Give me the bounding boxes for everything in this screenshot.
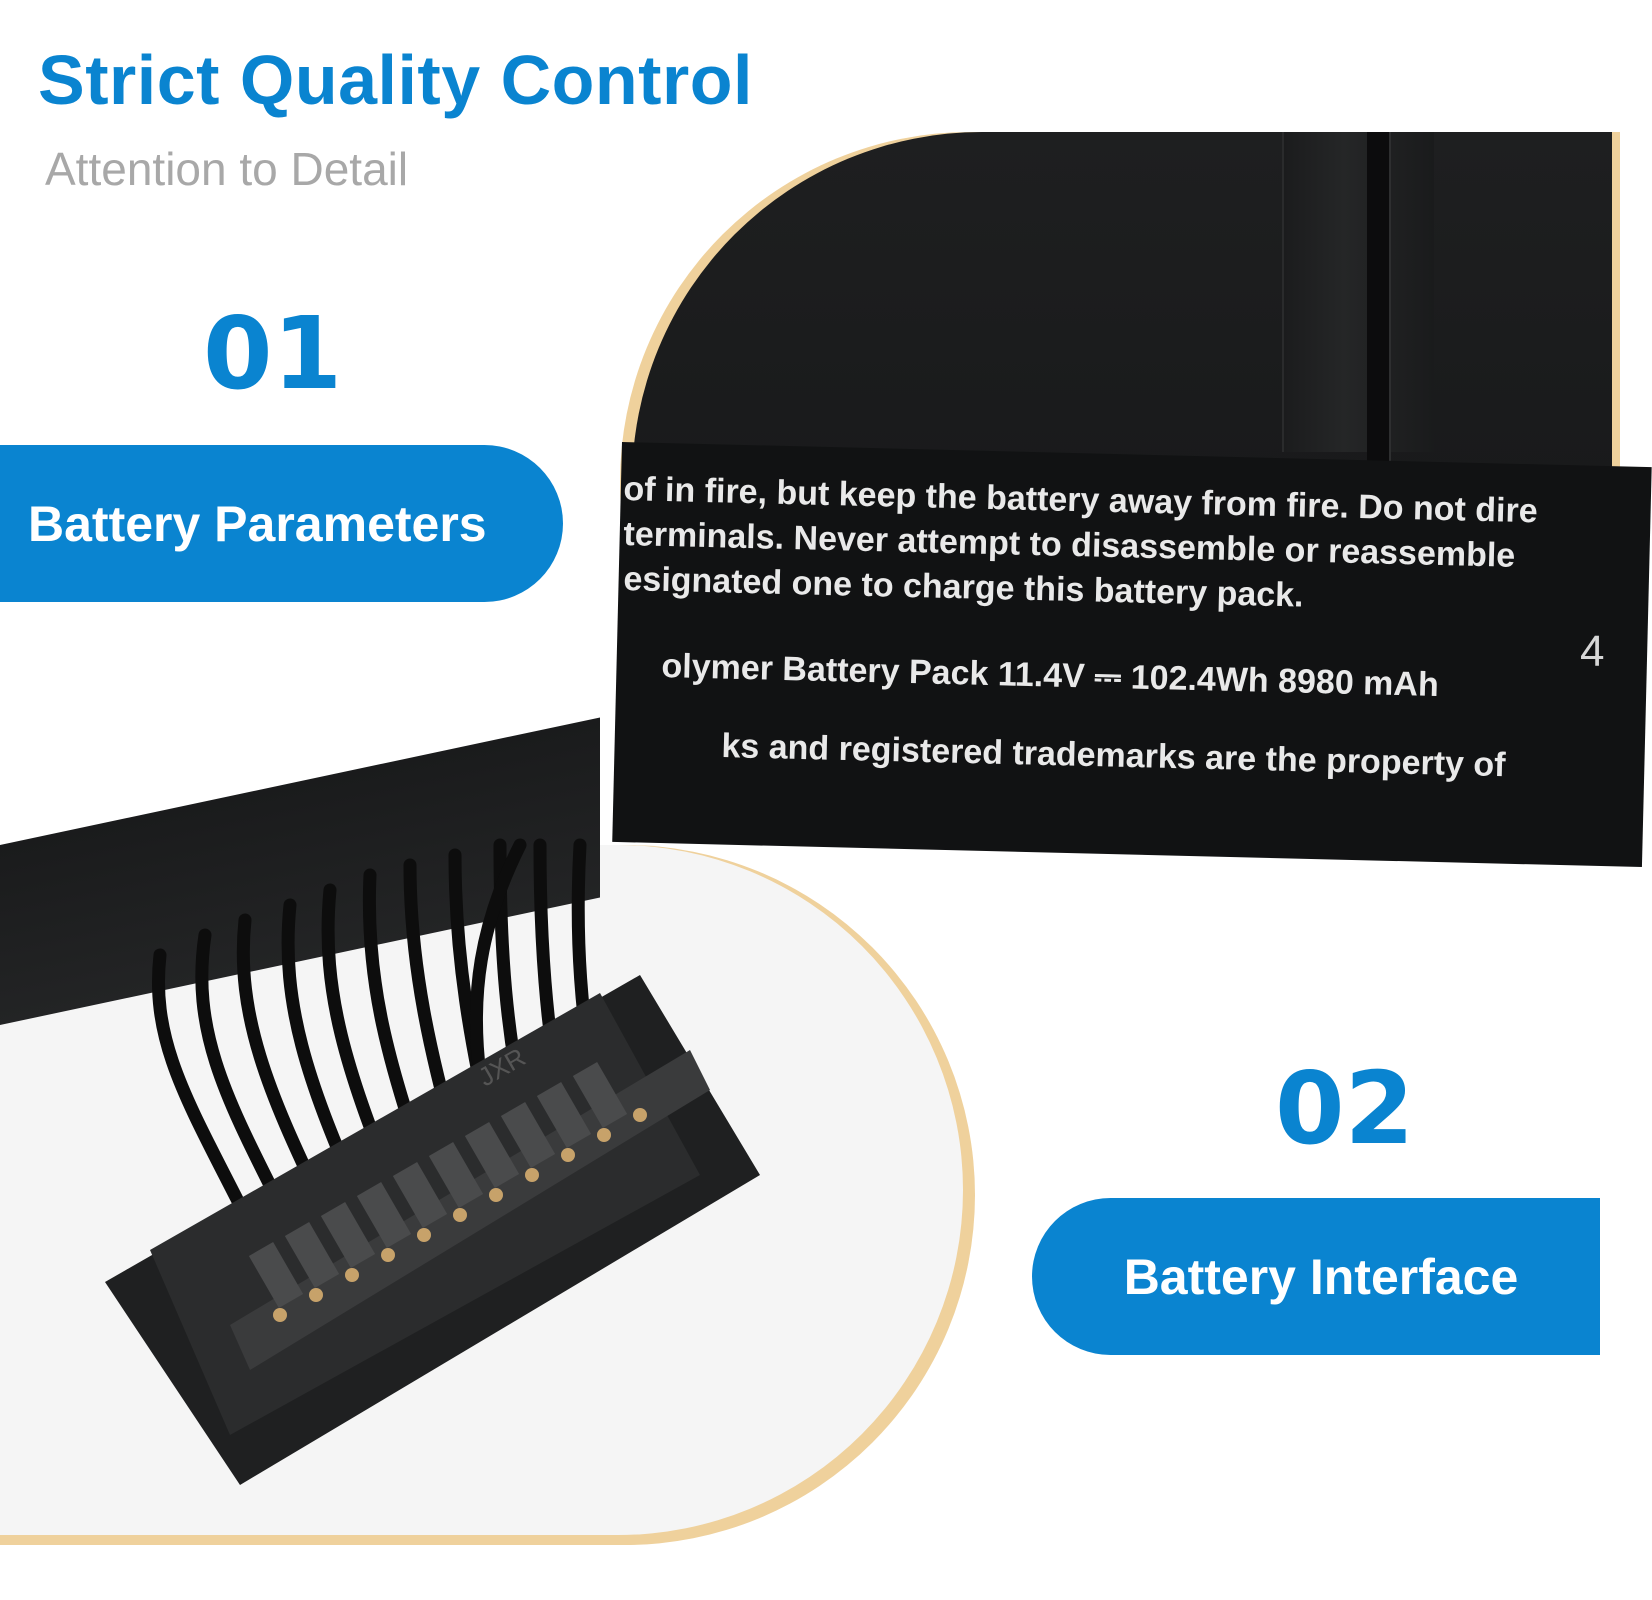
battery-connector-photo: JXR [0,717,963,1535]
battery-interface-label: Battery Interface [1123,1248,1519,1305]
battery-label-photo: of in fire, but keep the battery away fr… [612,132,1652,868]
connector-slots [248,1062,628,1308]
connector-pins [273,1108,647,1322]
battery-parameters-label: Battery Parameters [28,495,487,552]
page-title: Strict Quality Control [38,41,753,119]
section-number-02: 02 [1275,1050,1415,1167]
battery-cell-gap [1367,132,1391,462]
battery-cell-ridge [1282,132,1434,452]
battery-interface-pill: Battery Interface [1032,1198,1600,1355]
section-number-01: 01 [203,295,343,412]
page-subtitle: Attention to Detail [45,143,409,195]
label-corner-glyph: 4 [1580,627,1605,676]
battery-parameters-pill: Battery Parameters [0,445,563,602]
connector-illustration: JXR [105,838,760,1485]
